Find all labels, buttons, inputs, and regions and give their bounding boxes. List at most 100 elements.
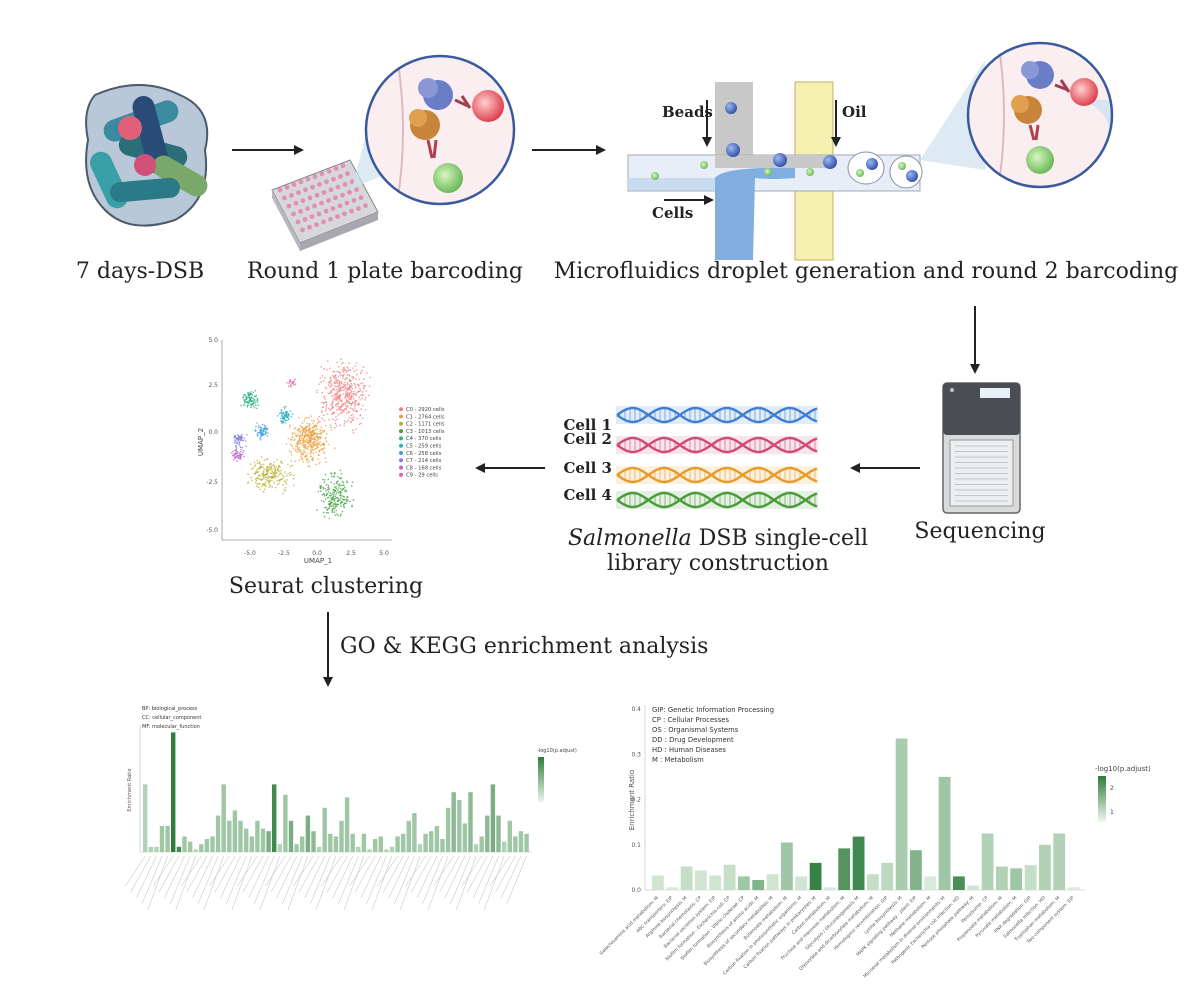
plate-well (300, 227, 305, 233)
umap-point (327, 381, 330, 384)
umap-point (338, 487, 340, 489)
umap-point (257, 486, 260, 489)
go-xtick-label (304, 855, 325, 899)
go-bar (316, 846, 322, 852)
umap-point (332, 418, 334, 420)
umap-point (326, 360, 329, 362)
umap-point (271, 472, 273, 475)
umap-point (322, 488, 325, 490)
umap-legend-label: C3 - 1013 cells (406, 429, 445, 435)
umap-point (280, 411, 283, 414)
umap-point (340, 502, 342, 505)
umap-point (339, 388, 341, 391)
umap-point (235, 437, 237, 440)
umap-point (272, 464, 274, 467)
umap-point (260, 473, 263, 475)
umap-point (286, 479, 288, 481)
umap-point (349, 392, 351, 394)
umap-point (323, 500, 325, 503)
umap-point (269, 468, 272, 471)
umap-point (318, 415, 321, 418)
umap-point (302, 442, 304, 444)
umap-xtick: 2.5 (346, 550, 356, 557)
kegg-bar (1024, 865, 1037, 890)
umap-point (350, 394, 353, 397)
umap-point (334, 378, 336, 380)
umap-point (233, 436, 236, 438)
umap-point (304, 428, 307, 430)
plate-well (293, 200, 299, 206)
umap-point (247, 473, 249, 476)
umap-point (290, 439, 293, 441)
umap-point (347, 397, 350, 399)
umap-point (335, 505, 338, 508)
umap-point (336, 500, 339, 502)
umap-point (302, 444, 305, 447)
enrichment-caption: GO & KEGG enrichment analysis (340, 634, 708, 659)
plate-well (337, 203, 343, 209)
umap-point (311, 434, 313, 436)
umap-point (331, 472, 333, 475)
umap-point (302, 431, 305, 433)
umap-point (257, 431, 259, 434)
umap-point (321, 443, 323, 446)
umap-point (338, 477, 341, 479)
umap-point (329, 378, 332, 380)
umap-point (324, 473, 327, 476)
umap-point (316, 422, 319, 425)
kegg-bar (1067, 887, 1080, 890)
umap-point (348, 374, 351, 377)
umap-point (249, 399, 252, 401)
umap-point (271, 470, 274, 473)
umap-point (289, 474, 291, 477)
umap-point (325, 440, 328, 443)
umap-point (242, 451, 244, 454)
umap-point (270, 463, 273, 465)
umap-point (342, 393, 345, 395)
umap-point (310, 430, 313, 433)
go-bar (373, 839, 378, 852)
dna-backbone (616, 436, 818, 454)
umap-point (331, 502, 333, 504)
umap-point (254, 473, 256, 475)
umap-point (343, 367, 345, 369)
umap-point (288, 379, 291, 382)
umap-point (353, 398, 355, 400)
go-xtick-label (164, 855, 185, 899)
umap-point (265, 479, 268, 481)
umap-point (303, 419, 306, 422)
umap-point (337, 514, 339, 517)
umap-point (337, 403, 340, 405)
plate-well (319, 171, 325, 177)
plate-well (302, 216, 308, 222)
umap-point (292, 381, 295, 384)
umap-point (329, 380, 332, 382)
umap-point (294, 448, 297, 451)
umap-point (315, 451, 317, 454)
umap-point (368, 385, 371, 387)
umap-point (263, 468, 266, 470)
plate-well (277, 187, 283, 193)
umap-point (348, 388, 351, 391)
umap-point (341, 377, 344, 380)
plate-well (314, 222, 319, 228)
umap-point (293, 438, 296, 441)
umap-point (351, 408, 354, 410)
umap-point (265, 476, 268, 478)
umap-point (262, 483, 264, 486)
umap-point (354, 407, 356, 409)
umap-point (333, 388, 335, 390)
umap-point (238, 435, 240, 438)
umap-point (260, 479, 262, 481)
umap-point (321, 494, 324, 496)
umap-point (340, 382, 343, 385)
umap-point (276, 479, 279, 482)
kegg-bar (910, 850, 922, 890)
kegg-colorbar-tick-1: 1 (1110, 809, 1114, 816)
umap-point (335, 395, 337, 398)
umap-point (325, 406, 328, 408)
go-bar (356, 846, 361, 852)
kegg-xtick-label: Biosynthesis of amino acids: M (706, 895, 760, 949)
umap-point (266, 472, 269, 475)
go-xtick-label (203, 855, 225, 911)
